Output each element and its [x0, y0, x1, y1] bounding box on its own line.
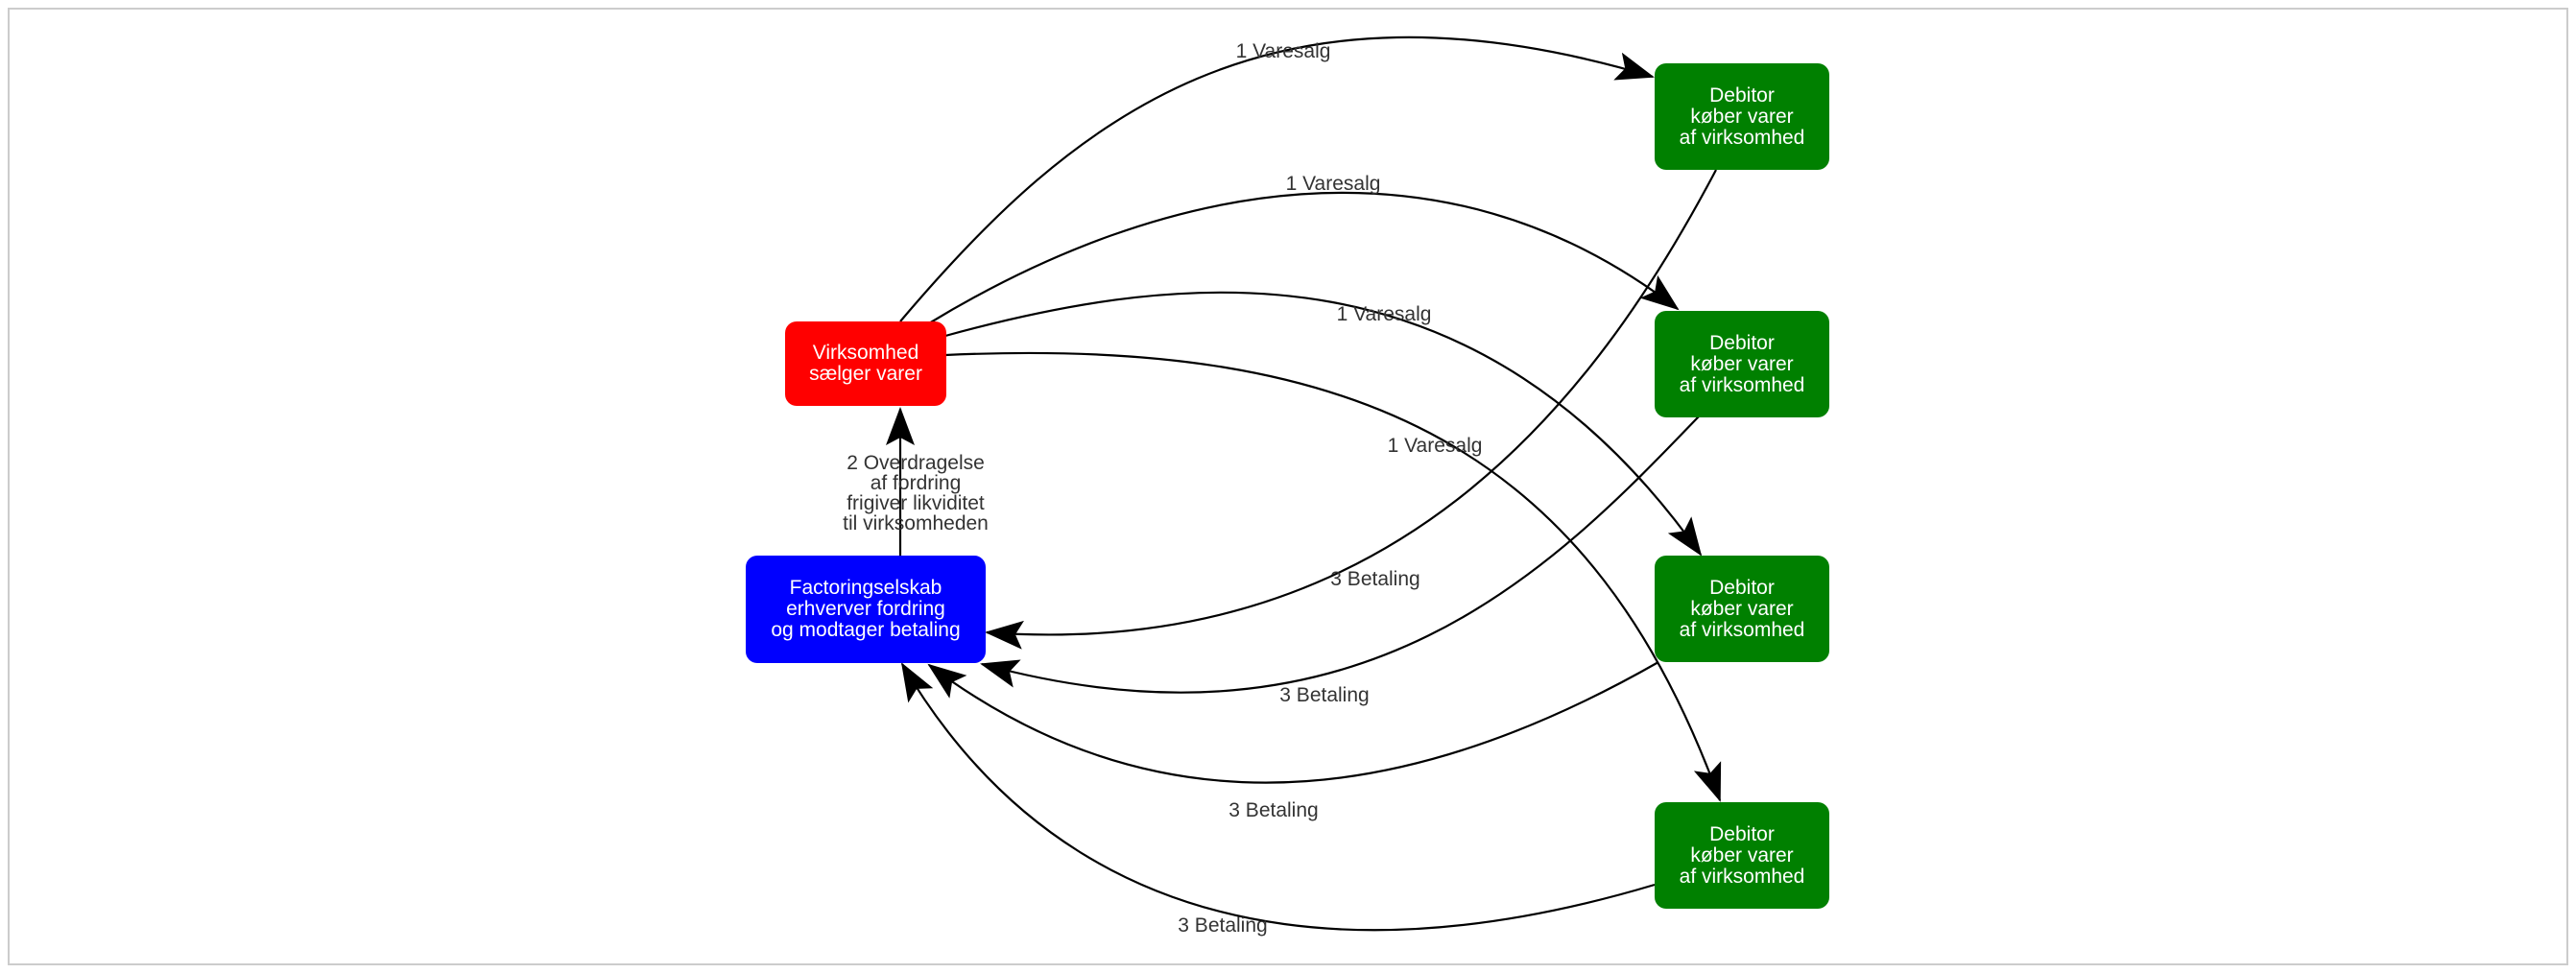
edge-label-sale-4: 1 Varesalg: [1387, 435, 1483, 457]
node-debitor-1-line2: køber varer: [1690, 105, 1794, 128]
edge-sale-debitor-2: [928, 191, 1680, 324]
edge-pay-debitor-2: [980, 415, 1700, 694]
edge-label-pay-1: 3 Betaling: [1330, 568, 1420, 590]
edge-pay-debitor-1: [985, 169, 1717, 650]
node-debitor-4-line2: køber varer: [1690, 843, 1794, 866]
node-debitor-2-line3: af virksomhed: [1679, 373, 1805, 396]
node-debitor-3-line1: Debitor: [1709, 576, 1775, 599]
node-debitor-2-line1: Debitor: [1709, 331, 1775, 354]
edge-label-transfer-line1: 2 Overdragelse: [847, 452, 985, 474]
node-factoring-line3: og modtager betaling: [771, 619, 961, 641]
edge-label-pay-2: 3 Betaling: [1279, 684, 1370, 706]
edge-label-pay-3: 3 Betaling: [1228, 799, 1319, 821]
node-debitor-2: Debitor køber varer af virksomhed: [1655, 311, 1829, 417]
edge-pay-debitor-4: [900, 662, 1656, 932]
node-debitor-1-line1: Debitor: [1709, 83, 1775, 107]
node-factoring-line1: Factoringselskab: [789, 577, 942, 599]
node-factoring-line2: erhverver fordring: [786, 598, 945, 620]
edge-label-transfer-line2: af fordring: [870, 472, 962, 494]
edge-label-pay-4: 3 Betaling: [1178, 914, 1268, 937]
node-debitor-4: Debitor køber varer af virksomhed: [1655, 802, 1829, 909]
diagram-frame: [8, 8, 2568, 965]
edge-pay-debitor-3: [927, 661, 1659, 784]
node-virksomhed-line1: Virksomhed: [812, 342, 919, 364]
edge-sale-debitor-4: [944, 351, 1722, 802]
edge-sale-debitor-3: [944, 291, 1703, 557]
node-virksomhed-line2: sælger varer: [809, 363, 922, 385]
edge-sale-debitor-1: [899, 36, 1655, 322]
edge-label-sale-3: 1 Varesalg: [1336, 303, 1432, 325]
node-debitor-4-line3: af virksomhed: [1679, 865, 1805, 888]
node-debitor-3: Debitor køber varer af virksomhed: [1655, 556, 1829, 662]
node-debitor-3-line3: af virksomhed: [1679, 618, 1805, 641]
node-debitor-3-line2: køber varer: [1690, 597, 1794, 620]
edge-label-transfer-line4: til virksomheden: [843, 512, 989, 534]
node-debitor-1: Debitor køber varer af virksomhed: [1655, 63, 1829, 170]
edge-label-transfer: 2 Overdragelse af fordring frigiver likv…: [843, 453, 989, 534]
edge-label-sale-2: 1 Varesalg: [1285, 173, 1381, 195]
edge-label-transfer-line3: frigiver likviditet: [847, 492, 985, 514]
node-debitor-4-line1: Debitor: [1709, 822, 1775, 845]
node-virksomhed: Virksomhed sælger varer: [785, 321, 946, 406]
node-debitor-2-line2: køber varer: [1690, 352, 1794, 375]
node-debitor-1-line3: af virksomhed: [1679, 126, 1805, 149]
edge-label-sale-1: 1 Varesalg: [1235, 40, 1331, 62]
node-factoringselskab: Factoringselskab erhverver fordring og m…: [746, 556, 986, 663]
